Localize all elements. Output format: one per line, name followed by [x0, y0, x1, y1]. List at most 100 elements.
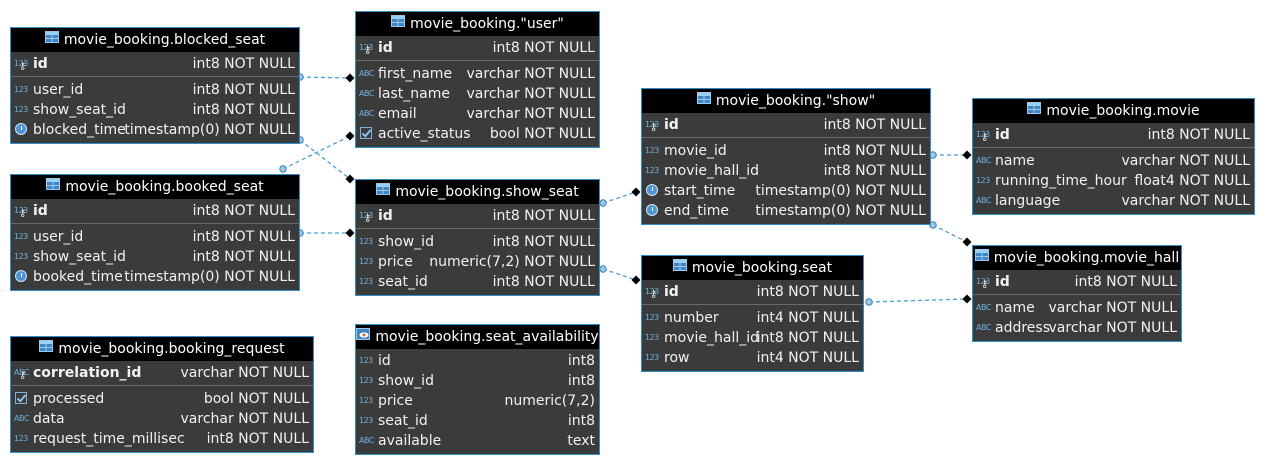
clock-icon [15, 123, 27, 135]
primary-key-column[interactable]: 123⚷ id int8 NOT NULL [11, 201, 299, 221]
table-header[interactable]: movie_booking.show_seat [356, 180, 599, 204]
column-type: varchar NOT NULL [466, 66, 595, 82]
column-type: varchar NOT NULL [466, 106, 595, 122]
text-type-icon: ABC [976, 156, 991, 165]
relationship-line-show-movie-hall[interactable] [932, 224, 968, 243]
key-separator [973, 294, 1181, 295]
column-name: id [664, 117, 679, 133]
column-type: varchar NOT NULL [180, 411, 309, 427]
column-name: last_name [378, 86, 450, 102]
relationship-line-blocked-seat-user[interactable] [299, 76, 351, 79]
column-name: show_id [378, 234, 434, 250]
table-header[interactable]: movie_booking.movie [973, 99, 1254, 123]
table-icon [46, 174, 61, 198]
column-type: int8 NOT NULL [1074, 274, 1177, 290]
key-icon: ⚷ [364, 45, 371, 56]
table-header[interactable]: movie_booking."show" [642, 89, 930, 113]
table-header[interactable]: movie_booking."user" [356, 12, 599, 36]
key-icon: ⚷ [650, 122, 657, 133]
table-booked-seat[interactable]: movie_booking.booked_seat 123⚷ id int8 NOT … [10, 174, 300, 291]
clock-icon [15, 270, 27, 282]
column-type: timestamp(0) NOT NULL [124, 269, 295, 285]
table-header[interactable]: movie_booking.booking_request [11, 337, 313, 361]
column-name: row [664, 350, 690, 366]
relationship-line-show-seat-seat[interactable] [602, 268, 637, 281]
table-header[interactable]: movie_booking.movie_hall [973, 246, 1181, 270]
numeric-type-icon: 123 [14, 434, 28, 443]
relationship-target-diamond [345, 174, 355, 184]
table-header[interactable]: movie_booking.blocked_seat [11, 28, 299, 52]
key-icon: ⚷ [981, 279, 988, 290]
relationship-line-show-seat-show[interactable] [602, 191, 637, 204]
table-header[interactable]: movie_booking.seat [642, 256, 863, 280]
text-type-icon: ABC [359, 69, 374, 78]
table-header[interactable]: movie_booking.seat_availability [356, 325, 599, 349]
table-header[interactable]: movie_booking.booked_seat [11, 175, 299, 199]
column-name: show_id [378, 373, 434, 389]
column-type: int8 [567, 373, 595, 389]
column-type: int8 NOT NULL [192, 203, 295, 219]
text-type-icon: ABC [359, 109, 374, 118]
column-name: name [995, 153, 1035, 169]
relationship-source-dot [279, 165, 287, 173]
relationship-line-seat-movie-hall[interactable] [868, 298, 968, 303]
column-type: bool NOT NULL [489, 126, 595, 142]
relationship-line-blocked-seat-show-seat[interactable] [299, 139, 351, 180]
relationship-target-diamond [631, 275, 641, 285]
numeric-key-icon: 123⚷ [14, 206, 28, 219]
table-title: movie_booking."show" [715, 93, 876, 109]
column-name: id [33, 203, 48, 219]
column-name: seat_id [378, 413, 428, 429]
